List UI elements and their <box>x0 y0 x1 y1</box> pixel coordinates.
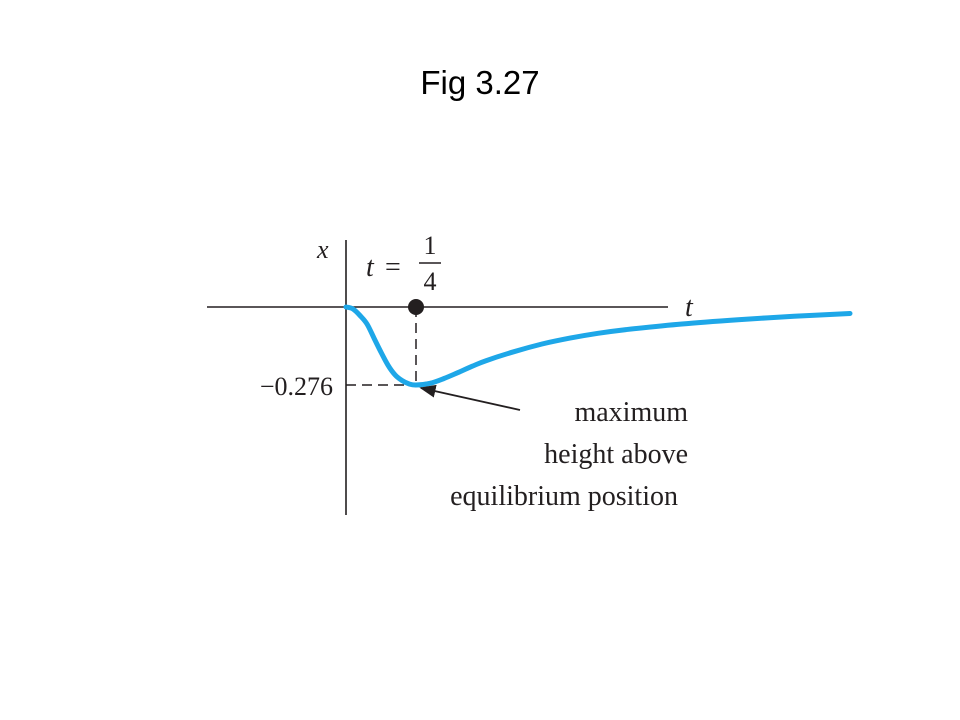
min-value-label: −0.276 <box>260 372 333 401</box>
t-axis-label: t <box>685 292 694 323</box>
slide-title: Fig 3.27 <box>420 64 540 101</box>
t-quarter-point <box>408 299 424 315</box>
annotation-arrow <box>419 384 521 411</box>
t-quarter-label: t = 1 4 <box>366 231 441 296</box>
t-quarter-var: t <box>366 252 375 283</box>
annotation-line-1: maximum <box>574 397 688 428</box>
displacement-curve <box>343 304 853 388</box>
t-quarter-denominator: 4 <box>424 267 437 296</box>
annotation-line-3: equilibrium position <box>450 481 678 512</box>
t-quarter-eq: = <box>385 252 401 283</box>
t-quarter-numerator: 1 <box>424 231 437 260</box>
x-axis-label: x <box>316 235 329 264</box>
annotation-line-2: height above <box>544 439 688 470</box>
